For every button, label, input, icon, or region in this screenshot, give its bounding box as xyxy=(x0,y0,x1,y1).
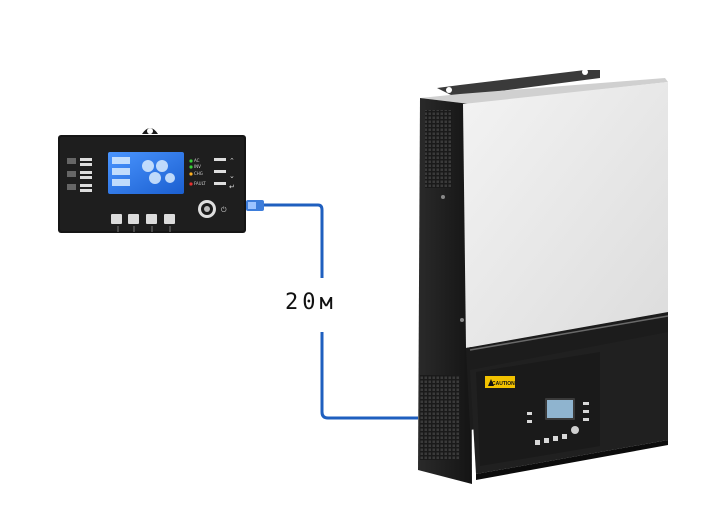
remote-indicators: ⌃ ⌄ ↵ xyxy=(189,157,235,191)
remote-left-icons xyxy=(67,158,92,192)
cable-length-label: 20м xyxy=(283,290,339,315)
bottom-vent xyxy=(420,375,460,460)
indicator-label-chg: CHG xyxy=(194,171,203,176)
inverter-lcd-screen xyxy=(547,400,573,418)
indicator-label-inv: INV xyxy=(194,164,201,169)
indicator-label-fault: FAULT xyxy=(194,181,206,186)
indicator-label-ac: AC xyxy=(194,158,200,163)
enter-icon: ↵ xyxy=(229,183,235,191)
up-arrow-icon: ⌃ xyxy=(229,157,235,165)
remote-function-buttons xyxy=(111,214,175,232)
inverter-unit xyxy=(418,69,669,484)
top-vent xyxy=(425,110,452,188)
power-icon: ⏻ xyxy=(221,206,227,214)
down-arrow-icon: ⌄ xyxy=(229,172,235,180)
inverter-power-button xyxy=(571,426,579,434)
caution-label: CAUTION xyxy=(492,381,515,387)
remote-panel: ⌃ ⌄ ↵ ⏻ xyxy=(58,128,246,233)
network-cable xyxy=(246,200,418,420)
